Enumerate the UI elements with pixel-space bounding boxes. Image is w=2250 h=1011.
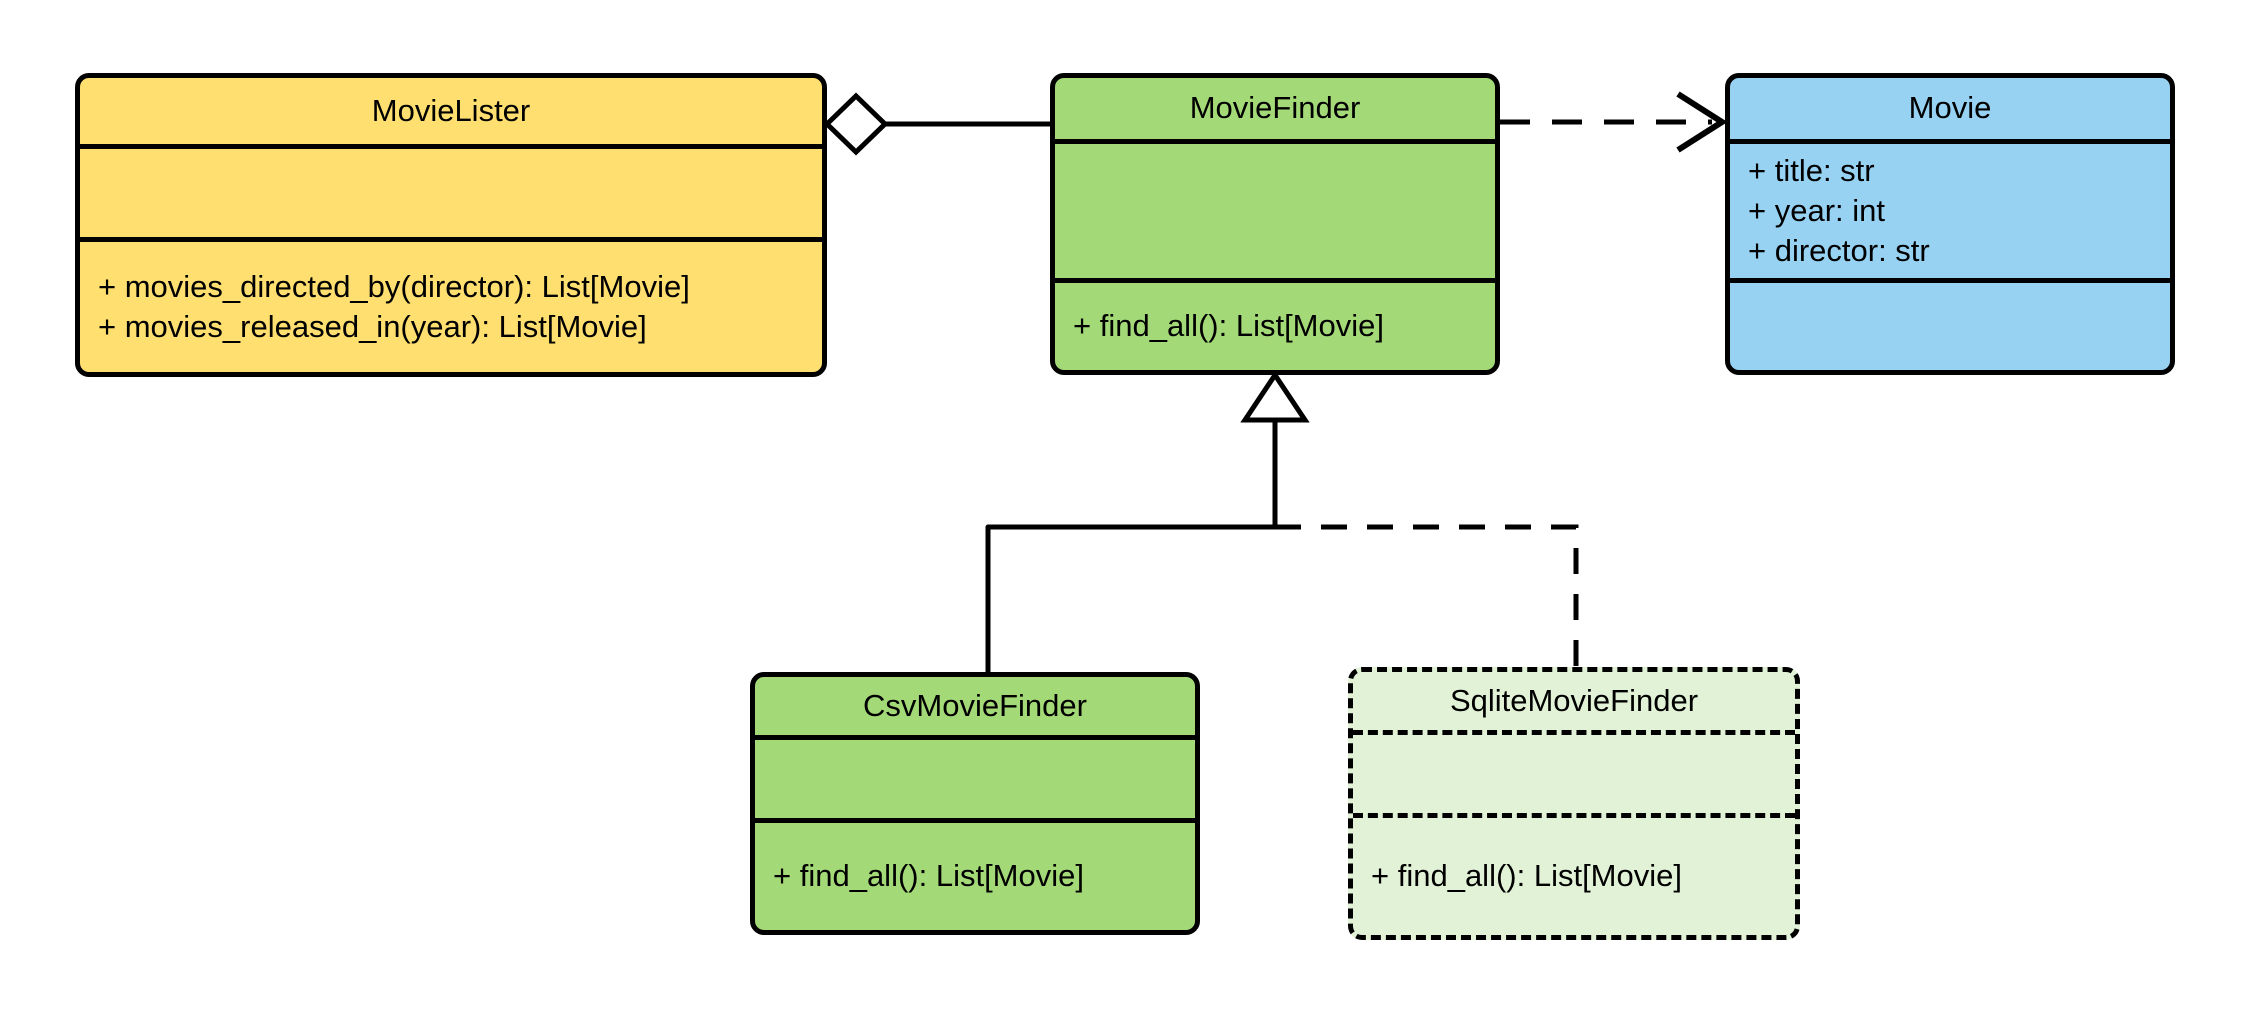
class-title-compartment: SqliteMovieFinder [1353,672,1795,730]
class-name-sqlitemoviefinder: SqliteMovieFinder [1449,682,1699,718]
class-name-movielister: MovieLister [371,92,531,128]
class-name-moviefinder: MovieFinder [1189,90,1361,126]
class-attributes-compartment [1055,139,1495,278]
operation-item: + find_all(): List[Movie] [773,858,1084,894]
class-box-sqlitemoviefinder[interactable]: SqliteMovieFinder + find_all(): List[Mov… [1348,667,1800,940]
class-operations-compartment: + find_all(): List[Movie] [1055,278,1495,370]
class-name-csvmoviefinder: CsvMovieFinder [863,687,1087,723]
class-operations-compartment: + find_all(): List[Movie] [1353,813,1795,935]
hollow-diamond-marker [823,92,889,156]
aggregation-movielister-moviefinder [823,92,1053,156]
class-attributes-compartment [1353,730,1795,813]
class-title-compartment: Movie [1730,78,2170,139]
open-arrow-marker [1676,91,1728,153]
class-attributes-compartment [80,144,822,237]
operation-item: + movies_released_in(year): List[Movie] [98,309,647,344]
class-name-movie: Movie [1908,90,1992,126]
class-box-movielister[interactable]: MovieLister + movies_directed_by(directo… [75,73,827,377]
class-attributes-compartment [755,735,1195,818]
class-attributes-compartment: + title: str + year: int + director: str [1730,139,2170,278]
class-operations-compartment: + find_all(): List[Movie] [755,818,1195,930]
attribute-item: + director: str [1748,233,1930,269]
hollow-triangle-marker [1240,370,1310,423]
dependency-moviefinder-movie [1500,91,1728,153]
class-operations-compartment: + movies_directed_by(director): List[Mov… [80,237,822,372]
generalization-branch-csv [985,524,1275,672]
class-title-compartment: MovieLister [80,78,822,144]
generalization-trunk [1240,370,1310,530]
attribute-item: + title: str [1748,152,1875,188]
class-title-compartment: CsvMovieFinder [755,677,1195,735]
generalization-branch-sqlite [1275,524,1579,667]
attribute-item: + year: int [1748,192,1885,228]
operation-item: + find_all(): List[Movie] [1073,308,1384,344]
operation-item: + find_all(): List[Movie] [1371,858,1682,894]
class-box-movie[interactable]: Movie + title: str + year: int + directo… [1725,73,2175,375]
class-title-compartment: MovieFinder [1055,78,1495,139]
operation-item: + movies_directed_by(director): List[Mov… [98,268,690,304]
class-box-csvmoviefinder[interactable]: CsvMovieFinder + find_all(): List[Movie] [750,672,1200,935]
class-box-moviefinder[interactable]: MovieFinder + find_all(): List[Movie] [1050,73,1500,375]
class-operations-compartment [1730,278,2170,370]
